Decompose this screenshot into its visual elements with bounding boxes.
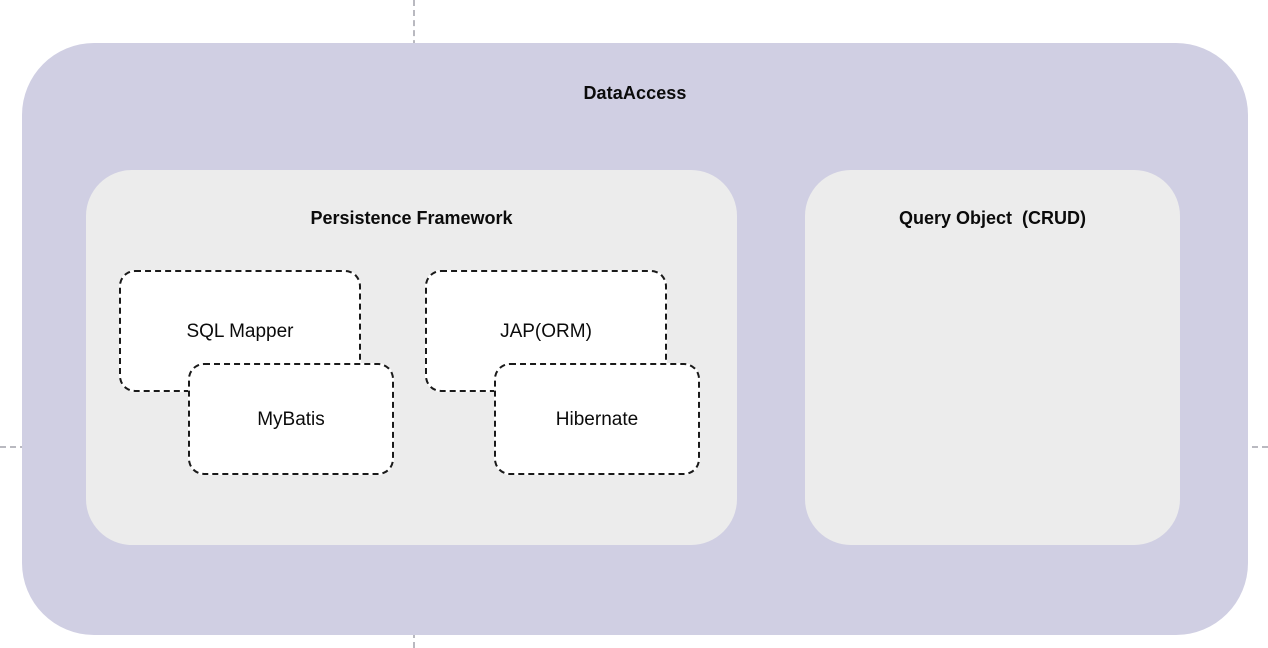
- jap-orm-label: JAP(ORM): [500, 320, 592, 342]
- query-object-panel[interactable]: Query Object (CRUD): [805, 170, 1180, 545]
- hibernate-label: Hibernate: [555, 408, 639, 430]
- mybatis-label: MyBatis: [257, 408, 325, 430]
- persistence-framework-title: Persistence Framework: [310, 208, 513, 228]
- sql-mapper-label: SQL Mapper: [186, 320, 294, 342]
- query-object-title: Query Object (CRUD): [898, 208, 1087, 228]
- mybatis-box[interactable]: MyBatis: [188, 363, 394, 475]
- data-access-title: DataAccess: [583, 83, 687, 103]
- hibernate-box[interactable]: Hibernate: [494, 363, 700, 475]
